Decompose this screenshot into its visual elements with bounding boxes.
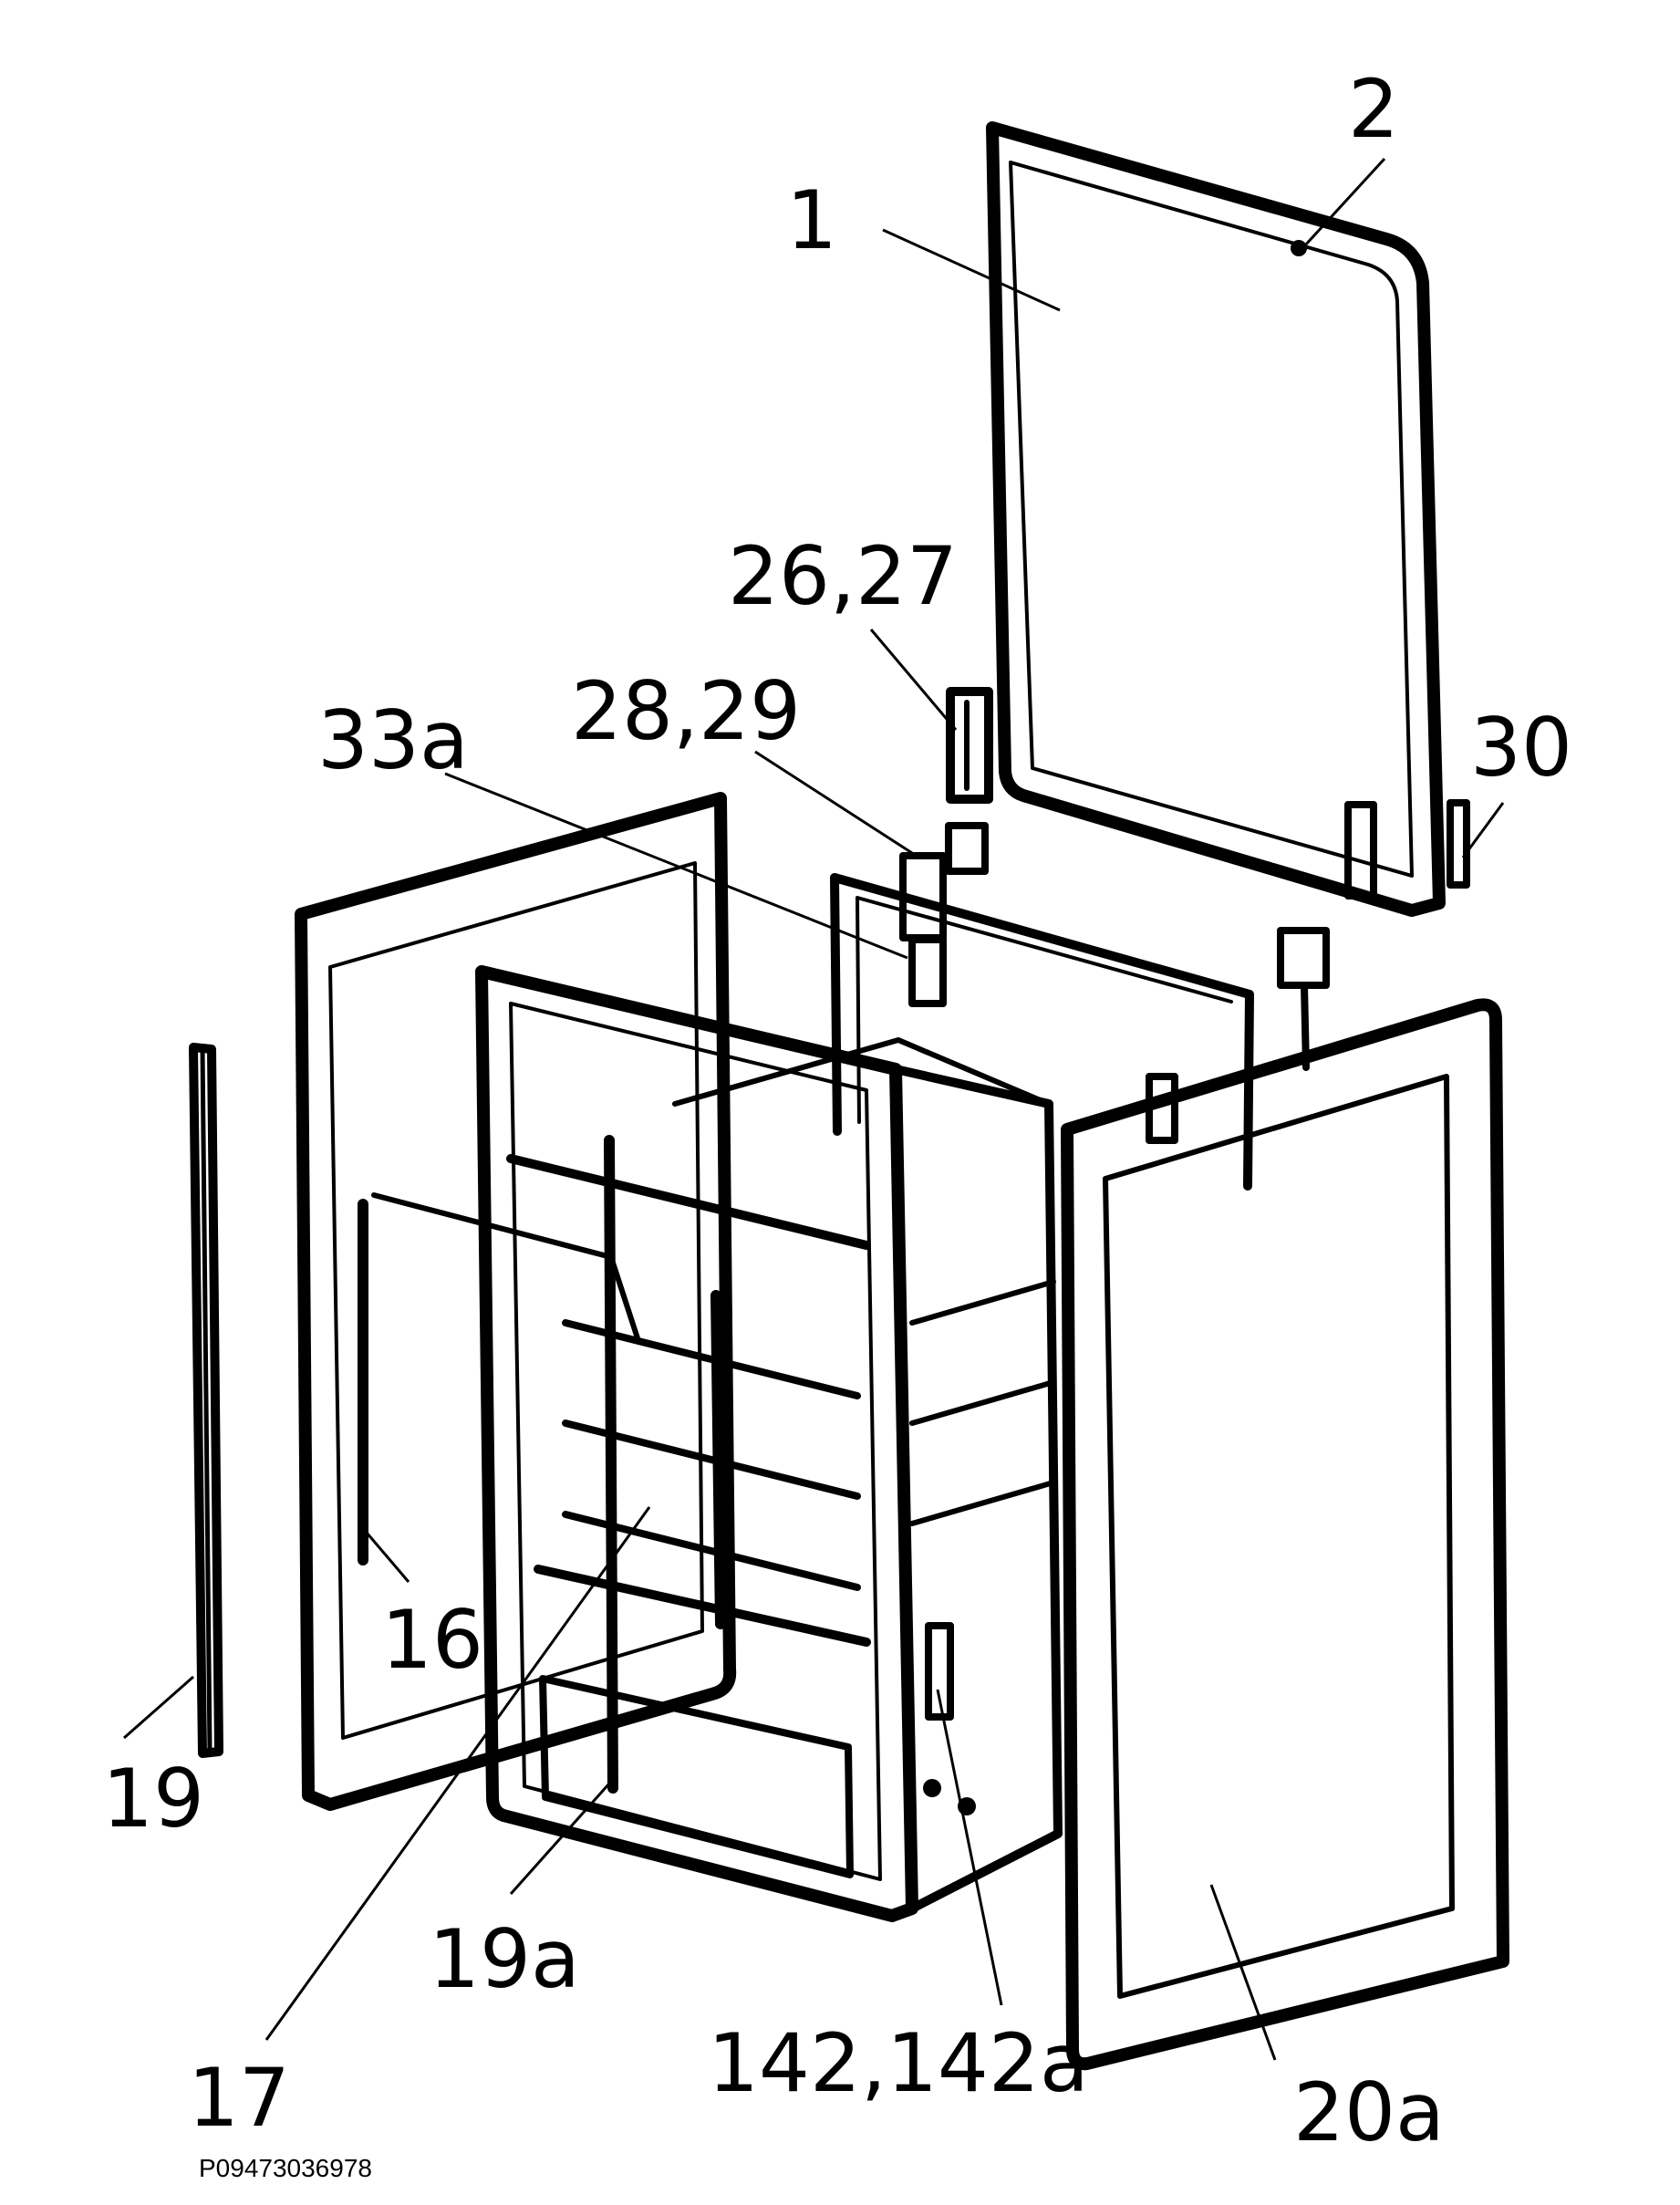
label-20a: 20a [1293, 2065, 1445, 2159]
leader-1 [882, 228, 1061, 312]
leader-lines [123, 157, 1505, 2061]
label-28-29: 28,29 [571, 664, 801, 758]
leader-26-27 [869, 629, 958, 731]
label-30: 30 [1470, 701, 1572, 795]
label-19: 19 [102, 1752, 204, 1846]
part-20a-right-side-panel [1061, 998, 1509, 2071]
label-2: 2 [1348, 62, 1399, 156]
leader-142-142a [936, 1689, 1003, 2006]
part-17-front-frame [371, 965, 918, 1922]
drawing-code: P09473036978 [199, 2154, 372, 2182]
label-33a: 33a [317, 693, 469, 787]
leader-2 [1302, 157, 1386, 248]
leader-28-29 [754, 750, 913, 855]
label-19a: 19a [429, 1912, 580, 2006]
cabinet-body [672, 1037, 1063, 1913]
leader-19 [123, 1675, 194, 1740]
part-19-side-strip [189, 1043, 223, 1758]
label-26-27: 26,27 [728, 529, 958, 623]
part-26-27-hinge [946, 687, 993, 804]
leader-30 [1461, 802, 1505, 858]
leader-16 [365, 1532, 410, 1583]
leader-20a [1209, 1884, 1277, 2061]
part-1-lid-panel [986, 121, 1470, 917]
reference-labels: 1 2 26,27 28,29 33a 30 16 19 17 19a 142,… [102, 62, 1572, 2182]
label-1: 1 [786, 173, 837, 267]
label-142-142a: 142,142a [708, 2016, 1089, 2110]
leader-33a [444, 772, 908, 960]
label-17: 17 [188, 2051, 290, 2145]
leader-19a [509, 1783, 611, 1895]
leader-17 [264, 1506, 651, 2041]
label-16: 16 [381, 1593, 483, 1687]
